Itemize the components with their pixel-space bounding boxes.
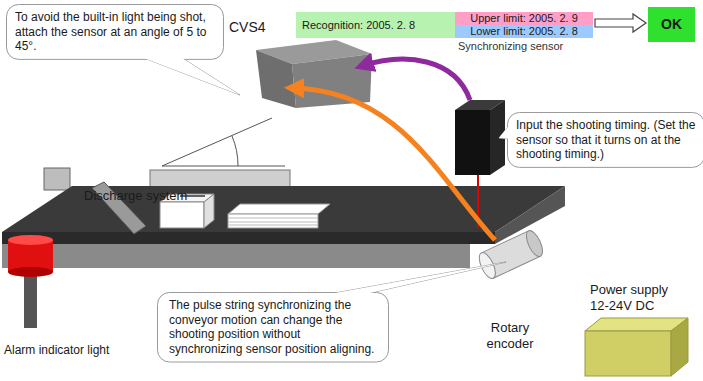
part-name: Rotary encoder	[470, 320, 550, 351]
alarm-light	[8, 235, 53, 328]
sheet-line	[228, 225, 318, 226]
angle-arc	[232, 136, 238, 166]
node-text: Lower limit: 2005. 2. 8	[470, 25, 578, 38]
part-name: 12-24V DC	[590, 298, 654, 314]
sheet-line	[228, 222, 318, 223]
device-name: CVS4	[229, 19, 266, 36]
node-text: Upper limit: 2005. 2. 9	[470, 12, 578, 25]
bubble-body	[158, 293, 389, 363]
product-box	[160, 202, 204, 228]
pulse-arrow	[292, 88, 495, 240]
recognition-box: Recognition: 2005. 2. 8	[296, 12, 455, 38]
light-pole	[24, 270, 37, 328]
upper-limit-box: Upper limit: 2005. 2. 9	[455, 12, 593, 25]
camera	[256, 40, 372, 108]
belt-edge	[2, 232, 495, 244]
bubble-tail	[141, 57, 240, 95]
bubble-body	[7, 5, 224, 60]
bubble-tail	[499, 124, 510, 139]
supply-side	[671, 318, 688, 376]
bubble-tail-fill	[324, 262, 506, 295]
wedge-line	[162, 118, 272, 166]
encoder-end	[523, 228, 546, 258]
node-text: OK	[661, 18, 682, 31]
sheet-line	[228, 218, 318, 219]
sheet-stack	[228, 204, 330, 214]
node-text: Recognition: 2005. 2. 8	[302, 19, 415, 32]
camera-side	[256, 50, 296, 108]
node-text: Input the shooting timing. (Set the sens…	[516, 118, 696, 162]
callout-bubble: The pulse string synchronizing the conve…	[157, 292, 389, 363]
wedge-line	[162, 166, 285, 167]
block-arrow	[595, 14, 646, 32]
bubble-tail	[324, 262, 506, 295]
guide-block	[150, 170, 290, 188]
callout-bubble: To avoid the built-in light being shot, …	[6, 4, 224, 60]
bubble-tail-fill	[141, 57, 240, 95]
angle-wedge	[162, 118, 285, 166]
guide-block	[44, 168, 70, 190]
part-name: Alarm indicator light	[4, 343, 109, 357]
ok-box: OK	[648, 7, 695, 42]
node-text: To avoid the built-in light being shot, …	[15, 10, 215, 54]
callout-bubble: Input the shooting timing. (Set the sens…	[507, 112, 703, 168]
sensor-front	[455, 110, 490, 175]
belt-front	[2, 244, 470, 268]
supply-top	[585, 318, 688, 331]
sheet-stack	[228, 214, 318, 228]
camera-front	[292, 54, 372, 108]
rotary-encoder	[476, 228, 546, 280]
bubble-tail-fill	[499, 124, 510, 139]
light-top	[8, 235, 53, 245]
node-text: The pulse string synchronizing the conve…	[169, 298, 377, 357]
light-bottom	[8, 267, 53, 277]
product-side	[204, 194, 214, 228]
sync-sensor	[455, 100, 505, 228]
part-name: Discharge system	[84, 188, 187, 204]
supply-front	[585, 331, 671, 376]
part-name: Synchronizing sensor	[458, 40, 563, 53]
part-name: Power supply	[590, 282, 668, 298]
power-supply	[585, 318, 688, 376]
bubble-body	[508, 113, 703, 168]
trigger-arrow	[362, 59, 470, 100]
lower-limit-box: Lower limit: 2005. 2. 8	[455, 25, 593, 38]
